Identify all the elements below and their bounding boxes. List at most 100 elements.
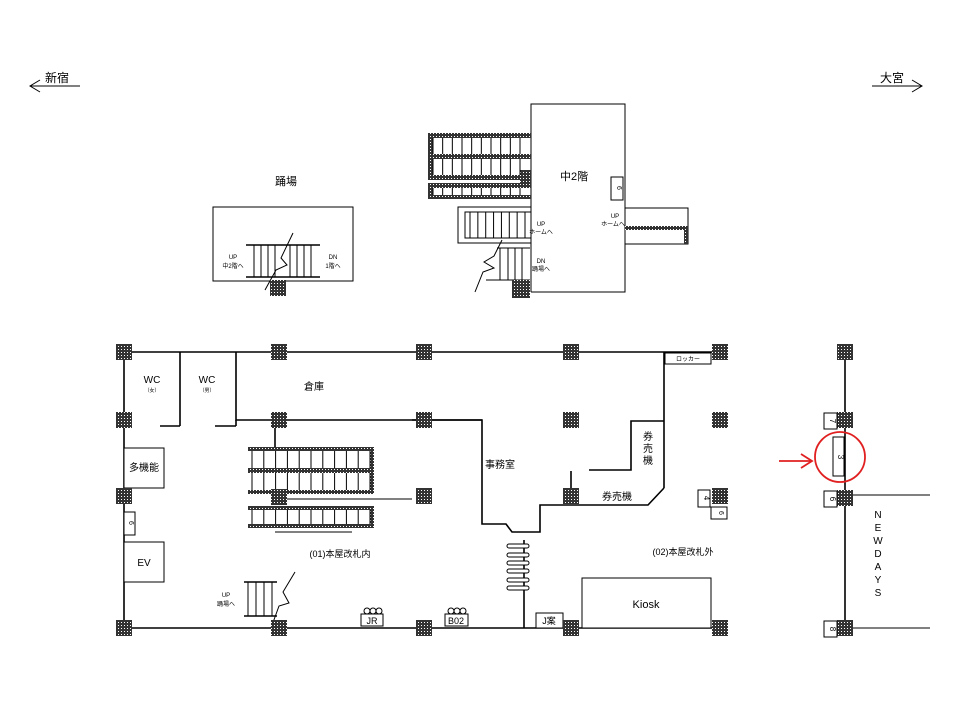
ticket-machine-label: 券: [643, 430, 653, 443]
pillar: [712, 620, 728, 636]
stairs-right-to-home[interactable]: [625, 207, 689, 245]
arrow-left-icon: [29, 79, 41, 93]
stair-label: ホームへ: [529, 229, 553, 236]
stair-label: DN: [537, 259, 546, 265]
pillar: [563, 344, 579, 360]
pillar: [270, 280, 286, 296]
pillar: [563, 412, 579, 428]
ticket-machine-label: 券売機: [602, 490, 632, 503]
newdays-letter: A: [875, 562, 882, 573]
stair-label: UP: [222, 593, 230, 599]
newdays-letter: E: [875, 523, 882, 534]
locker: [664, 352, 712, 365]
landing-section: 踊場 UP 中2階へ DN 1階へ: [212, 175, 354, 296]
pillar: [271, 489, 287, 505]
ticket-machine-label: 機: [643, 454, 653, 467]
pillar: [271, 412, 287, 428]
stair-label: 1階へ: [325, 262, 340, 270]
pillar: [563, 620, 579, 636]
pillars: [116, 344, 728, 636]
stairs-to-landing-main[interactable]: [244, 571, 296, 629]
escalator-steps: [432, 138, 526, 238]
multipurpose-toilet: [123, 447, 165, 489]
multipurpose-label: 多機能: [129, 461, 159, 474]
pillar: [563, 488, 579, 504]
elevator[interactable]: [123, 541, 165, 583]
elevator-label: EV: [137, 558, 151, 569]
pillar: [837, 620, 853, 636]
highlight-circle: [814, 431, 866, 483]
exit-number-box: [823, 620, 838, 638]
pillar: [712, 344, 728, 360]
pillar: [712, 488, 728, 504]
gate-bar[interactable]: [506, 552, 530, 558]
exit-number: 6: [615, 186, 622, 190]
sign-b02-label: B02: [448, 616, 464, 626]
escalator-main[interactable]: [248, 447, 412, 533]
pillar: [416, 620, 432, 636]
ticket-machine-label: 売: [643, 442, 653, 455]
gate-bar[interactable]: [506, 543, 530, 549]
area-label-inside-gate: (01)本屋改札内: [309, 548, 370, 559]
sign-info-label: J案: [542, 615, 556, 626]
gate-bar[interactable]: [506, 560, 530, 566]
pillar: [271, 620, 287, 636]
area-label-outside-gate: (02)本屋改札外: [652, 546, 713, 557]
exit-3-box[interactable]: [832, 436, 845, 477]
direction-omiya: 大宮: [872, 70, 923, 93]
ticket-gates[interactable]: [506, 543, 530, 591]
sign-info: J案: [535, 612, 564, 629]
pillar: [271, 344, 287, 360]
stair-label: 踊場へ: [532, 265, 550, 273]
mezzanine-title: 中2階: [560, 169, 588, 183]
wc-men-sub: （男）: [199, 388, 214, 394]
stair-label: UP: [537, 222, 545, 228]
escalator-upper[interactable]: [428, 133, 531, 199]
wc-men-label: WC: [199, 375, 216, 386]
locker-label: ロッカー: [676, 356, 700, 363]
exit-number: 6: [717, 511, 724, 515]
mezzanine-2f-section: 中2階 UP ホームへ DN 踊場へ: [428, 103, 689, 298]
newdays-letter: N: [874, 510, 881, 521]
pillar: [116, 412, 132, 428]
stair-label: UP: [229, 255, 237, 261]
kiosk[interactable]: [581, 577, 712, 629]
pillar: [116, 620, 132, 636]
direction-right-label: 大宮: [880, 70, 904, 85]
pillar: [416, 488, 432, 504]
exit-number-8: 8: [828, 627, 837, 632]
stairs-to-home[interactable]: [457, 206, 531, 244]
exit-number: 4: [702, 496, 711, 501]
pillar: [837, 490, 853, 506]
wc-women-label: WC: [144, 375, 161, 386]
arrow-right-icon: [911, 79, 923, 93]
arrow-head-icon: [800, 453, 814, 469]
pillar: [116, 344, 132, 360]
wc-women-sub: （女）: [144, 387, 159, 394]
gate-bar[interactable]: [506, 568, 530, 574]
newdays-letter: Y: [875, 575, 882, 586]
exit-number-box: [823, 412, 838, 430]
escalator-steps: [251, 451, 371, 524]
sign-b02: B02: [444, 607, 469, 627]
landing-stairs[interactable]: [246, 232, 320, 291]
exit-number: 6: [127, 521, 134, 525]
exit-number-box: [123, 511, 136, 536]
direction-left-label: 新宿: [45, 70, 69, 85]
main-floor: ロッカー WC （女） WC （男） 倉庫 多機能 6 EV 事務室 券 売 機…: [116, 344, 728, 636]
landing-title: 踊場: [275, 175, 297, 188]
stair-label: 踊場へ: [217, 600, 235, 608]
pillar: [837, 344, 853, 360]
stair-label: ホームへ: [601, 221, 625, 228]
exit-number-6: 6: [828, 497, 837, 502]
pillar: [837, 412, 853, 428]
gate-bar[interactable]: [506, 585, 530, 591]
pillar: [416, 412, 432, 428]
storage-label: 倉庫: [304, 380, 324, 393]
exit-number-box: [823, 490, 838, 508]
exit-number-box: [610, 176, 624, 201]
gate-bar[interactable]: [506, 577, 530, 583]
